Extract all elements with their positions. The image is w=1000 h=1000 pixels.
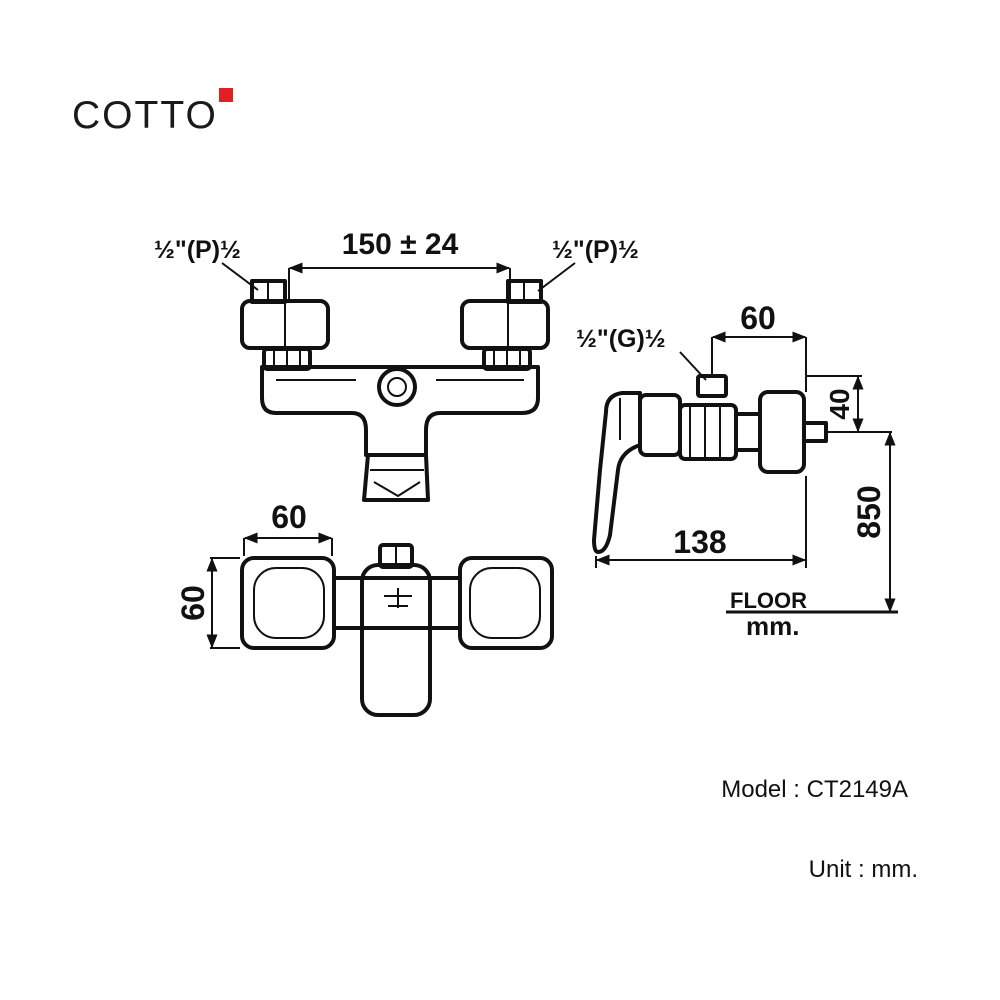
front-dimension: 150 ± 24 ½"(P)½ ½"(P)½	[154, 228, 639, 300]
dim-centers-label: 150 ± 24	[342, 228, 459, 261]
dim-side-height-label: 40	[824, 388, 855, 419]
top-dimensions: 60 60	[175, 499, 333, 649]
inlet-left-label: ½"(P)½	[154, 236, 241, 264]
front-spout	[362, 453, 430, 502]
front-right-body	[460, 299, 550, 350]
top-central-bar	[334, 576, 462, 630]
model-number: Model : CT2149A	[721, 776, 908, 803]
side-wall-flange	[758, 390, 806, 474]
side-connector	[734, 412, 762, 452]
dim-side-floor-height-label: 850	[851, 485, 887, 538]
brand-square	[219, 88, 233, 102]
top-right-square	[458, 556, 554, 650]
side-outlet-label: ½"(G)½	[576, 325, 666, 353]
unit-note: Unit : mm.	[808, 856, 918, 883]
side-nut	[678, 403, 738, 461]
side-lever	[592, 391, 642, 554]
side-inlet-stub	[802, 421, 828, 443]
brand-name: COTTO	[72, 94, 218, 137]
top-left-square	[240, 556, 336, 650]
dim-top-depth-label: 60	[175, 585, 211, 621]
dim-top-width-label: 60	[271, 499, 307, 535]
side-outlet	[696, 374, 728, 398]
side-view	[592, 374, 828, 554]
front-handle-knob	[377, 367, 417, 407]
top-view	[240, 543, 554, 717]
side-body	[638, 393, 682, 457]
units-label: mm.	[746, 611, 799, 641]
top-lever	[360, 563, 432, 717]
dim-side-projection-label: 138	[673, 524, 726, 560]
floor-label: FLOOR	[730, 588, 807, 613]
brand-square-icon	[219, 88, 233, 102]
inlet-right-label: ½"(P)½	[552, 236, 639, 264]
side-dimensions: ½"(G)½ 60 40 138 850 FLOOR mm.	[576, 300, 898, 641]
front-view	[240, 279, 550, 502]
dim-side-width-label: 60	[740, 300, 776, 336]
